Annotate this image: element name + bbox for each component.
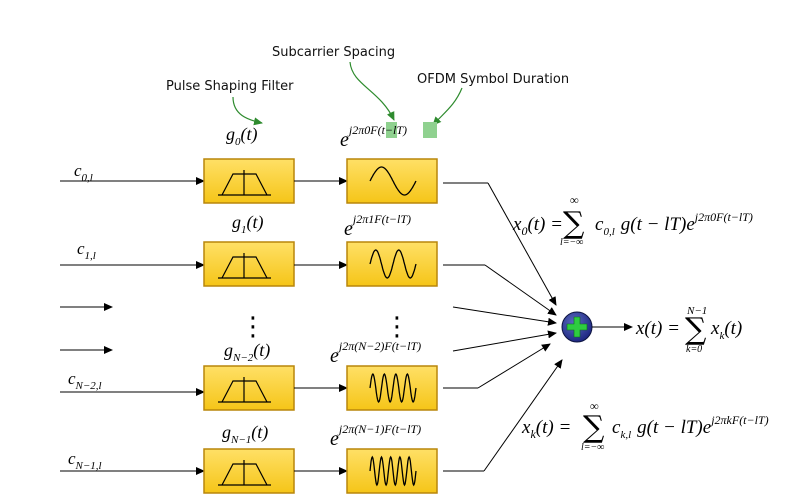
- svg-text:xk(t): xk(t): [710, 318, 742, 342]
- adder-input-arrow-0: [487, 182, 557, 306]
- svg-text:c0,lg(t − lT)ej2π0F(t−lT): c0,lg(t − lT)ej2π0F(t−lT): [595, 210, 753, 238]
- pulse-shaping-filter-label: Pulse Shaping Filter: [166, 79, 294, 94]
- pulse-filter-box-0: [203, 158, 295, 204]
- exponential-0: ej2π0F(t−lT): [340, 123, 407, 151]
- modulator-box-3: [346, 448, 438, 494]
- plus-icon: [566, 316, 588, 338]
- subcarrier-annotation-arrow: [349, 61, 395, 121]
- trapezoid-icon: [218, 170, 271, 196]
- adder-input-arrow-3: [483, 359, 563, 472]
- filter-label-0: g0(t): [226, 124, 258, 148]
- svg-text:xk(t) =: xk(t) =: [521, 417, 571, 441]
- filter-label-1: g1(t): [232, 212, 264, 236]
- trapezoid-icon: [218, 253, 271, 279]
- adder-input-arrow-1: [484, 264, 557, 316]
- svg-text:l=−∞: l=−∞: [560, 237, 583, 248]
- svg-text:x(t) =: x(t) =: [635, 318, 680, 339]
- adder-input-arrow-2: [477, 343, 551, 389]
- input-symbol-0: c0,l: [74, 161, 93, 184]
- trapezoid-icon: [218, 460, 271, 486]
- svg-text:k=0: k=0: [686, 344, 702, 355]
- T-highlight: [423, 122, 437, 138]
- modulator-box-0: [346, 158, 438, 204]
- adder-input-arrow-mid-a: [452, 306, 557, 326]
- vertical-dots-modulators: ⋮: [384, 312, 410, 342]
- svg-text:∞: ∞: [590, 399, 599, 413]
- svg-text:N−1: N−1: [686, 305, 707, 317]
- trapezoid-icon: [218, 377, 271, 403]
- exponential-3: ej2π(N−1)F(t−lT): [330, 422, 421, 450]
- svg-text:l=−∞: l=−∞: [581, 442, 604, 453]
- input-symbol-3: cN−1,l: [68, 449, 102, 472]
- subcarrier-row-0: c0,l g0(t) ej2π0F(t−lT): [60, 123, 557, 306]
- svg-text:∑: ∑: [583, 410, 605, 445]
- input-symbol-2: cN−2,l: [68, 369, 102, 392]
- svg-text:ck,lg(t − lT)ej2πkF(t−lT): ck,lg(t − lT)ej2πkF(t−lT): [612, 413, 769, 441]
- modulator-box-1: [346, 241, 438, 287]
- input-symbol-1: c1,l: [77, 239, 96, 262]
- exponential-1: ej2π1F(t−lT): [344, 212, 411, 240]
- filter-label-3: gN−1(t): [222, 422, 268, 446]
- subcarrier-row-3: cN−1,l gN−1(t) ej2π(N−1)F(t−lT): [60, 359, 563, 494]
- subcarrier-row-1: c1,l g1(t) ej2π1F(t−lT): [60, 212, 557, 316]
- ofdm-symbol-duration-label: OFDM Symbol Duration: [417, 72, 570, 87]
- sine-wave-icon: [369, 455, 417, 487]
- exponential-2: ej2π(N−2)F(t−lT): [330, 339, 421, 367]
- filter-label-2: gN−2(t): [224, 340, 270, 364]
- vertical-dots-filters: ⋮: [240, 312, 266, 342]
- F-highlight: [386, 122, 397, 138]
- summation-adder: [561, 311, 593, 343]
- sine-wave-icon: [369, 249, 417, 279]
- svg-text:∑: ∑: [685, 312, 707, 347]
- subcarrier-spacing-label: Subcarrier Spacing: [272, 45, 396, 60]
- symbol-duration-annotation-arrow: [432, 87, 463, 126]
- svg-text:x0(t) =: x0(t) =: [512, 214, 563, 238]
- subcarrier-row-2: cN−2,l gN−2(t) ej2π(N−2)F(t−lT): [60, 339, 551, 411]
- svg-text:∞: ∞: [570, 193, 579, 207]
- adder-input-arrow-mid-b: [452, 330, 557, 352]
- modulator-box-2: [346, 365, 438, 411]
- pulse-filter-annotation-arrow: [232, 96, 263, 126]
- pulse-filter-box-3: [203, 448, 295, 494]
- pulse-filter-box-2: [203, 365, 295, 411]
- sine-wave-icon: [369, 166, 417, 196]
- svg-text:∑: ∑: [563, 206, 585, 241]
- equation-x-total: x(t) = N−1 ∑ k=0 xk(t): [635, 305, 742, 355]
- pulse-filter-box-1: [203, 241, 295, 287]
- sine-wave-icon: [369, 372, 417, 404]
